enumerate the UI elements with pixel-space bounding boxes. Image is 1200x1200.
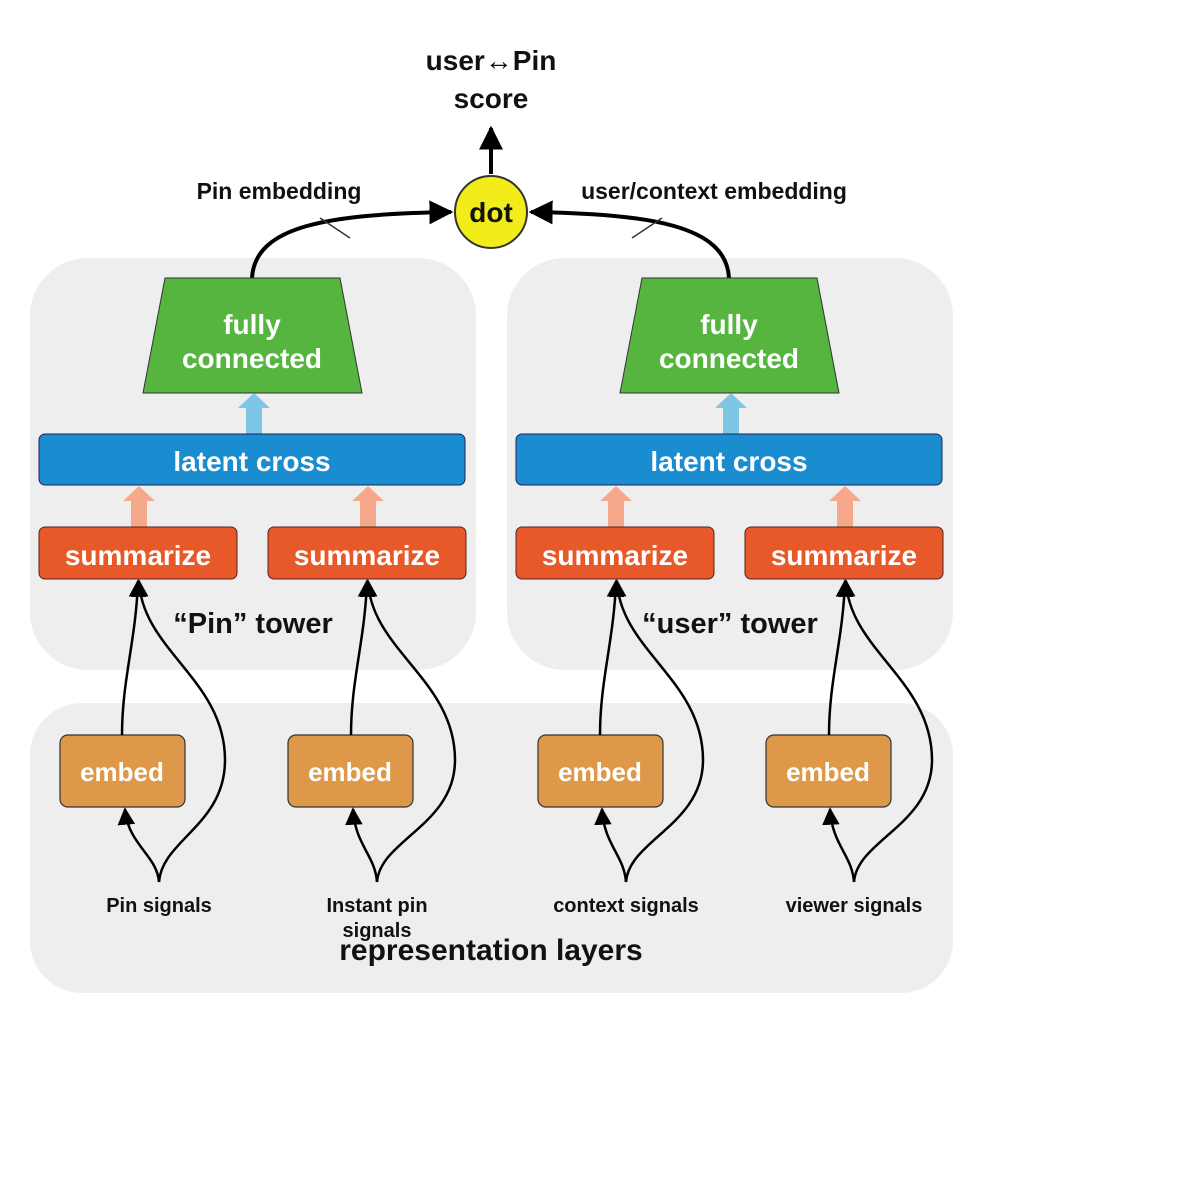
representation-layers-panel [30, 703, 953, 993]
pin-summarize-block-2 [267, 526, 467, 580]
pin-summarize-label-1: summarize [65, 540, 211, 571]
user-fully-connected-line2: connected [659, 343, 799, 374]
signal-to-embed-curve-3 [594, 807, 628, 883]
dot-node [454, 175, 528, 249]
pin-embedding-tick [319, 217, 351, 239]
dot-label: dot [469, 197, 513, 228]
pin-latent-cross-label: latent cross [173, 446, 330, 477]
signal-label-3: context signals [553, 895, 699, 917]
signal-to-summarize-curve-2 [359, 579, 457, 883]
signal-to-embed-curve-4 [822, 807, 856, 883]
user-embedding-tick [631, 217, 663, 239]
embed-to-summarize-curve-2 [349, 579, 376, 736]
user-fully-connected-line1: fully [700, 309, 758, 340]
user-latent-cross-block [515, 433, 943, 486]
pin-fully-connected-line1: fully [223, 309, 281, 340]
user-fully-connected-block [619, 277, 840, 394]
representation-layers-title: representation layers [339, 934, 642, 967]
pin-embedding-label: Pin embedding [197, 178, 362, 204]
pin-fully-connected-line2: connected [182, 343, 322, 374]
embed-label-2: embed [308, 757, 392, 787]
user-summarize-block-1 [515, 526, 715, 580]
pin-fully-connected-block [142, 277, 363, 394]
pin-tower-label: “Pin” tower [173, 608, 333, 640]
signal-label-2-line1: Instant pin [326, 895, 427, 917]
embed-to-summarize-curve-3 [598, 579, 625, 736]
pin-latent-cross-block [38, 433, 466, 486]
signal-label-4: viewer signals [786, 895, 923, 917]
signal-to-summarize-curve-3 [608, 579, 705, 883]
user-summarize-block-2 [744, 526, 944, 580]
embed-label-4: embed [786, 757, 870, 787]
pin-up-arrow-orange-2 [352, 486, 384, 527]
signal-to-embed-curve-2 [345, 807, 379, 883]
output-title-line2: score [454, 83, 529, 114]
embed-to-summarize-curve-1 [120, 579, 147, 736]
signal-to-embed-curve-1 [117, 807, 161, 883]
embed-to-summarize-curve-4 [827, 579, 854, 736]
signal-to-summarize-curve-1 [130, 579, 227, 883]
output-title-line1: user↔Pin [426, 45, 557, 76]
embed-label-3: embed [558, 757, 642, 787]
signal-label-1: Pin signals [106, 895, 212, 917]
user-up-arrow-orange-2 [829, 486, 861, 527]
embed-label-1: embed [80, 757, 164, 787]
user-up-arrow-blue [715, 393, 747, 434]
user-embedding-edge [528, 200, 731, 279]
signal-label-2-line2: signals [343, 920, 412, 942]
pin-embedding-edge [250, 200, 454, 279]
pin-summarize-block-1 [38, 526, 238, 580]
user-latent-cross-label: latent cross [650, 446, 807, 477]
user-up-arrow-orange-1 [600, 486, 632, 527]
user-summarize-label-2: summarize [771, 540, 917, 571]
signal-to-summarize-curve-4 [837, 579, 934, 883]
pin-up-arrow-orange-1 [123, 486, 155, 527]
user-summarize-label-1: summarize [542, 540, 688, 571]
user-tower-label: “user” tower [642, 608, 818, 640]
pin-summarize-label-2: summarize [294, 540, 440, 571]
user-embedding-label: user/context embedding [581, 178, 847, 204]
pin-up-arrow-blue [238, 393, 270, 434]
